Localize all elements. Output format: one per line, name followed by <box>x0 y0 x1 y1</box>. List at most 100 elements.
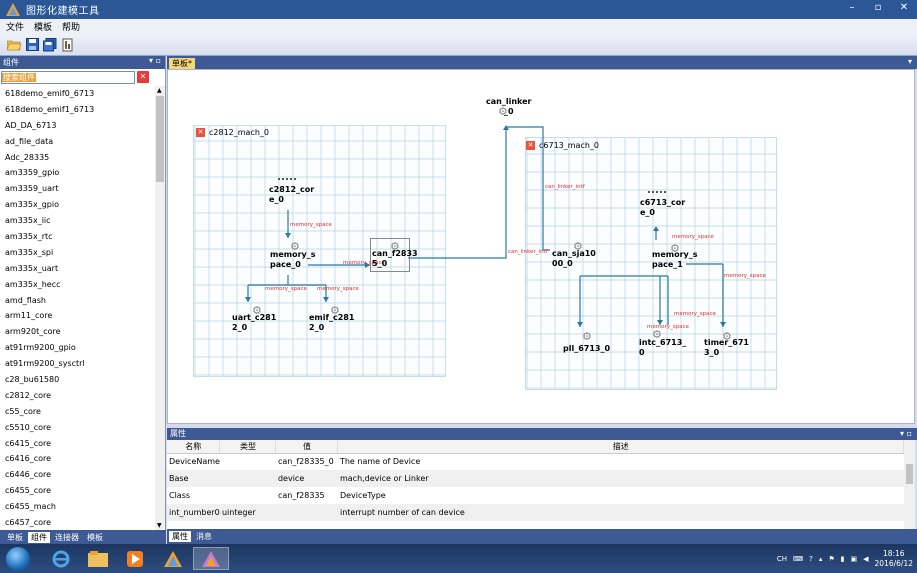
node-memory-space-0[interactable]: memory_s pace_0 <box>270 250 316 269</box>
list-item[interactable]: ad_file_data <box>5 136 54 146</box>
left-tab[interactable]: 单板 <box>7 532 23 542</box>
node-memory-space-1[interactable]: memory_s pace_1 <box>652 250 698 269</box>
pin-icon[interactable]: ▾ ▫ <box>149 56 161 65</box>
scroll-up-icon[interactable]: ▲ <box>157 87 162 94</box>
left-panel-tabs: 单板组件连接器模板 <box>0 530 166 544</box>
list-item[interactable]: c5510_core <box>5 422 52 432</box>
machine-board-c2812[interactable] <box>193 125 446 377</box>
list-item[interactable]: c6455_mach <box>5 502 56 512</box>
list-item[interactable]: arm11_core <box>5 311 53 321</box>
flag-icon[interactable]: ⚑ <box>828 554 835 563</box>
node-c6713-core[interactable]: c6713_cor e_0 <box>640 198 686 217</box>
column-header-value[interactable]: 值 <box>275 440 339 454</box>
node-can-linker[interactable]: can_linker _0 <box>486 97 532 116</box>
help-icon[interactable]: ? <box>809 554 813 563</box>
list-item[interactable]: Adc_28335 <box>5 152 50 162</box>
battery-icon[interactable]: ▮ <box>840 554 845 563</box>
node-uart-c2812[interactable]: uart_c281 2_0 <box>232 313 277 332</box>
explorer-icon[interactable] <box>80 547 116 570</box>
component-list-scrollbar[interactable]: ▲ ▼ <box>155 86 165 530</box>
list-item[interactable]: 618demo_emif1_6713 <box>5 104 95 114</box>
list-item[interactable]: at91rm9200_gpio <box>5 343 76 353</box>
node-can-sja1000[interactable]: can_sja10 00_0 <box>552 249 596 268</box>
list-item[interactable]: c28_bu61580 <box>5 375 60 385</box>
scroll-thumb[interactable] <box>906 464 913 484</box>
list-item[interactable]: c6457_core <box>5 518 52 528</box>
modeling-tool-active-icon[interactable] <box>193 547 229 570</box>
node-emif-c2812[interactable]: emif_c281 2_0 <box>309 313 355 332</box>
network-icon[interactable]: ▣ <box>850 554 858 563</box>
left-tab[interactable]: 连接器 <box>55 532 79 542</box>
list-item[interactable]: am3359_gpio <box>5 168 60 178</box>
list-item[interactable]: c6416_core <box>5 454 52 464</box>
clock-date: 2016/6/12 <box>874 558 913 568</box>
pin-icon[interactable]: ▾ ▫ <box>900 429 912 438</box>
list-item[interactable]: am335x_rtc <box>5 232 53 242</box>
column-header-name[interactable]: 名称 <box>167 440 221 454</box>
close-machine-icon[interactable]: ✕ <box>526 141 535 150</box>
bottom-tab[interactable]: 属性 <box>169 531 191 542</box>
input-language[interactable]: CH <box>776 554 788 563</box>
list-item[interactable]: c2812_core <box>5 390 52 400</box>
modeling-tool-icon[interactable] <box>155 547 191 570</box>
list-item[interactable]: 618demo_emif0_6713 <box>5 89 95 98</box>
menu-template[interactable]: 模板 <box>34 23 53 33</box>
tab-menu-icon[interactable]: ▾ <box>907 57 912 66</box>
scroll-down-icon[interactable]: ▼ <box>157 522 162 529</box>
gear-icon: ⚙ <box>330 304 340 317</box>
save-button[interactable] <box>24 37 40 53</box>
list-item[interactable]: c55_core <box>5 406 41 416</box>
ie-icon[interactable] <box>43 547 79 570</box>
scroll-thumb[interactable] <box>156 96 164 182</box>
list-item[interactable]: c6415_core <box>5 438 52 448</box>
close-machine-icon[interactable]: ✕ <box>196 128 205 137</box>
start-button[interactable] <box>6 547 30 571</box>
menu-help[interactable]: 帮助 <box>62 23 81 33</box>
list-item[interactable]: am335x_iic <box>5 216 51 226</box>
media-player-icon[interactable] <box>117 547 153 570</box>
list-item[interactable]: c6446_core <box>5 470 52 480</box>
node-c2812-core[interactable]: c2812_cor e_0 <box>269 185 315 204</box>
list-item[interactable]: c6455_core <box>5 486 52 496</box>
minimize-button[interactable]: – <box>849 2 855 13</box>
show-hidden-icons[interactable]: ▴ <box>818 554 823 563</box>
properties-scrollbar[interactable] <box>904 440 915 529</box>
list-item[interactable]: am335x_gpio <box>5 200 59 210</box>
node-can-f28335[interactable]: can_f2833 5_0 <box>372 249 418 268</box>
selected-node-box[interactable] <box>370 238 410 272</box>
node-timer-6713[interactable]: timer_671 3_0 <box>704 338 749 357</box>
menu-file[interactable]: 文件 <box>6 23 25 33</box>
clear-search-button[interactable]: ✕ <box>137 71 149 83</box>
left-tab[interactable]: 组件 <box>28 531 50 543</box>
tab-board[interactable]: 单板* <box>169 58 195 69</box>
list-item[interactable]: am335x_uart <box>5 263 59 273</box>
restore-button[interactable]: ▫ <box>874 2 882 13</box>
column-header-type[interactable]: 类型 <box>219 440 277 454</box>
bottom-tab[interactable]: 消息 <box>196 532 212 541</box>
list-item[interactable]: am335x_hecc <box>5 279 61 289</box>
list-item[interactable]: AD_DA_6713 <box>5 120 57 130</box>
list-item[interactable]: arm920t_core <box>5 327 61 337</box>
list-item[interactable]: amd_flash <box>5 295 46 305</box>
node-intc-6713[interactable]: intc_6713_ 0 <box>639 338 687 357</box>
list-item[interactable]: am3359_uart <box>5 184 59 194</box>
open-folder-button[interactable] <box>6 37 22 53</box>
column-header-description[interactable]: 描述 <box>337 440 904 454</box>
list-item[interactable]: am335x_spi <box>5 247 54 257</box>
volume-icon[interactable]: ◀ <box>863 554 869 563</box>
close-button[interactable]: ✕ <box>899 2 909 13</box>
node-pll-6713[interactable]: pll_6713_0 <box>563 344 611 353</box>
report-button[interactable] <box>60 37 76 53</box>
machine-board-c6713[interactable] <box>525 137 777 390</box>
left-tab[interactable]: 模板 <box>87 532 103 542</box>
design-canvas[interactable]: ✕ c2812_mach_0 ✕ c6713_mach_0 <box>167 69 915 424</box>
save-all-button[interactable] <box>42 37 58 53</box>
list-item[interactable]: at91rm9200_sysctrl <box>5 359 85 369</box>
keyboard-icon[interactable]: ⌨ <box>793 554 804 563</box>
component-search-input[interactable]: 搜索组件 <box>1 71 135 84</box>
clock[interactable]: 18:16 2016/6/12 <box>875 549 913 569</box>
